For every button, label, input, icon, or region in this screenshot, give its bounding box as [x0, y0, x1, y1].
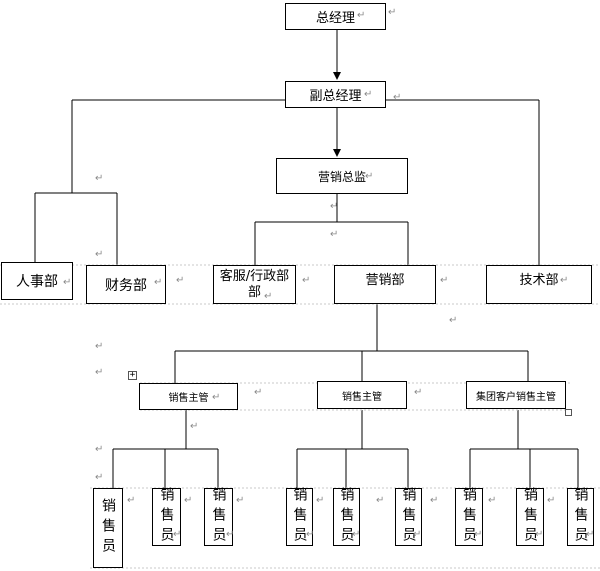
salesperson-label: 销售员 [461, 487, 477, 547]
salesperson-label: 销售员 [522, 487, 538, 547]
paragraph-mark-icon: ↵ [226, 529, 235, 540]
paragraph-mark-icon: ↵ [95, 173, 104, 184]
paragraph-mark-icon: ↵ [95, 341, 104, 352]
salesperson-label: 销售员 [291, 487, 308, 547]
paragraph-mark-icon: ↵ [365, 171, 374, 182]
paragraph-mark-icon: ↵ [414, 387, 423, 398]
finance-department-label: 财务部 [105, 277, 147, 294]
paragraph-mark-icon: ↵ [254, 387, 263, 398]
marketing-director-label: 营销总监 [317, 169, 366, 184]
paragraph-mark-icon: ↵ [190, 421, 199, 432]
hr-department-label: 人事部 [16, 274, 58, 290]
salesperson-box: 销售员 [333, 487, 360, 547]
paragraph-mark-icon: ↵ [236, 495, 245, 506]
deputy-general-manager-box: 副总经理 [285, 81, 386, 108]
salesperson-box: 销售员 [516, 487, 544, 547]
paragraph-mark-icon: ↵ [388, 7, 397, 18]
paragraph-mark-icon: ↵ [413, 529, 422, 540]
paragraph-mark-icon: ↵ [364, 89, 373, 100]
table-move-handle-icon[interactable]: + [128, 370, 137, 380]
salesperson-box: 销售员 [567, 487, 594, 547]
finance-department-box: 财务部 [86, 265, 166, 304]
sales-supervisor-1-box: 销售主管 [139, 383, 238, 410]
paragraph-mark-icon: ↵ [357, 10, 366, 21]
paragraph-mark-icon: ↵ [212, 392, 221, 403]
general-manager-box: 总经理 [285, 3, 386, 30]
paragraph-mark-icon: ↵ [95, 249, 104, 260]
salesperson-box: 销售员 [455, 487, 483, 547]
paragraph-mark-icon: ↵ [375, 390, 384, 401]
paragraph-mark-icon: ↵ [127, 495, 136, 506]
paragraph-mark-icon: ↵ [95, 472, 104, 483]
paragraph-mark-icon: ↵ [154, 277, 163, 288]
service-admin-department-box: 客服/行政部 部 [213, 265, 296, 304]
paragraph-mark-icon: ↵ [352, 529, 361, 540]
salesperson-box: 销售员 [152, 487, 181, 547]
salesperson-label: 销售员 [338, 487, 355, 547]
salesperson-box: 销售员 [93, 488, 123, 568]
paragraph-mark-icon: ↵ [330, 229, 339, 240]
tech-department-label: 技术部 [519, 273, 559, 288]
salesperson-label: 销售员 [572, 487, 589, 547]
paragraph-mark-icon: ↵ [560, 275, 569, 286]
paragraph-mark-icon: ↵ [535, 529, 544, 540]
paragraph-mark-icon: ↵ [173, 529, 182, 540]
salesperson-label: 销售员 [100, 498, 116, 558]
paragraph-mark-icon: ↵ [430, 495, 439, 506]
paragraph-mark-icon: ↵ [95, 367, 104, 378]
table-resize-handle-icon[interactable] [565, 409, 572, 416]
paragraph-mark-icon: ↵ [176, 275, 185, 286]
paragraph-mark-icon: ↵ [376, 495, 385, 506]
tech-department-box: 技术部 [486, 265, 592, 304]
paragraph-mark-icon: ↵ [440, 275, 449, 286]
salesperson-box: 销售员 [204, 487, 233, 547]
salesperson-box: 销售员 [395, 487, 422, 547]
sales-supervisor-2-box: 销售主管 [317, 381, 407, 409]
paragraph-mark-icon: ↵ [316, 495, 325, 506]
deputy-general-manager-label: 副总经理 [309, 89, 362, 104]
paragraph-mark-icon: ↵ [474, 529, 483, 540]
paragraph-mark-icon: ↵ [393, 92, 402, 103]
salesperson-label: 销售员 [400, 487, 417, 547]
salesperson-label: 销售员 [210, 487, 227, 547]
paragraph-mark-icon: ↵ [264, 291, 273, 302]
salesperson-box: 销售员 [286, 487, 313, 547]
paragraph-mark-icon: ↵ [184, 495, 193, 506]
paragraph-mark-icon: ↵ [488, 495, 497, 506]
paragraph-mark-icon: ↵ [302, 275, 311, 286]
corporate-sales-supervisor-box: 集团客户销售主管 [466, 381, 566, 409]
paragraph-mark-icon: ↵ [547, 495, 556, 506]
service-admin-department-label: 客服/行政部 [219, 268, 290, 284]
paragraph-mark-icon: ↵ [449, 315, 458, 326]
paragraph-mark-icon: ↵ [394, 275, 403, 286]
sales-department-label: 营销部 [365, 273, 405, 288]
sales-supervisor-2-label: 销售主管 [342, 391, 382, 403]
salesperson-label: 销售员 [158, 487, 175, 547]
paragraph-mark-icon: ↵ [63, 277, 72, 288]
marketing-director-box: 营销总监 [276, 158, 408, 194]
paragraph-mark-icon: ↵ [306, 529, 315, 540]
hr-department-box: 人事部 [1, 262, 73, 300]
corporate-sales-supervisor-label: 集团客户销售主管 [476, 391, 556, 403]
paragraph-mark-icon: ↵ [586, 529, 595, 540]
paragraph-mark-icon: ↵ [330, 201, 339, 212]
sales-department-box: 营销部 [334, 265, 436, 304]
service-admin-department-label-line2: 部 [247, 284, 261, 300]
general-manager-label: 总经理 [315, 11, 355, 26]
sales-supervisor-1-label: 销售主管 [168, 393, 209, 404]
paragraph-mark-icon: ↵ [95, 444, 104, 455]
